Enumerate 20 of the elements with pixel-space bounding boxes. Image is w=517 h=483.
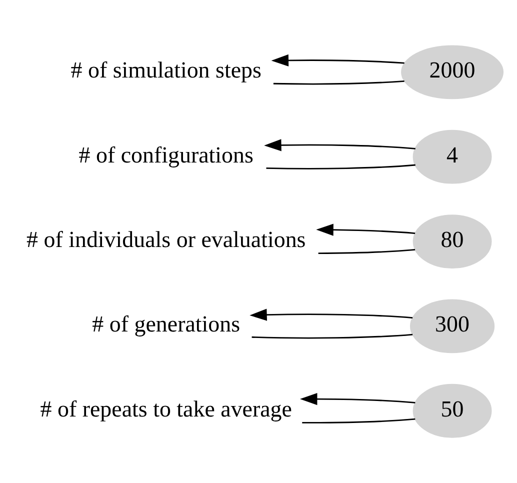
node-ellipse: 80 (412, 214, 492, 268)
node-text: # of repeats to take average (40, 396, 292, 422)
arrow (300, 393, 416, 406)
node-text: # of generations (92, 312, 240, 337)
arrow (264, 139, 416, 152)
connector (266, 164, 416, 170)
connector (302, 418, 416, 424)
arrow (250, 308, 413, 321)
arrow (316, 224, 416, 236)
node-text: # of individuals or evaluations (26, 226, 306, 252)
node-ellipse: 2000 (401, 45, 504, 100)
node-ellipse: 50 (412, 384, 492, 438)
connector (318, 248, 416, 254)
node-text: # of configurations (78, 142, 254, 168)
connector (273, 80, 404, 85)
node-text: # of simulation steps (70, 58, 262, 83)
node-ellipse: 4 (412, 130, 492, 184)
connector (252, 334, 413, 339)
node-ellipse: 300 (410, 299, 495, 354)
arrow (271, 54, 404, 66)
